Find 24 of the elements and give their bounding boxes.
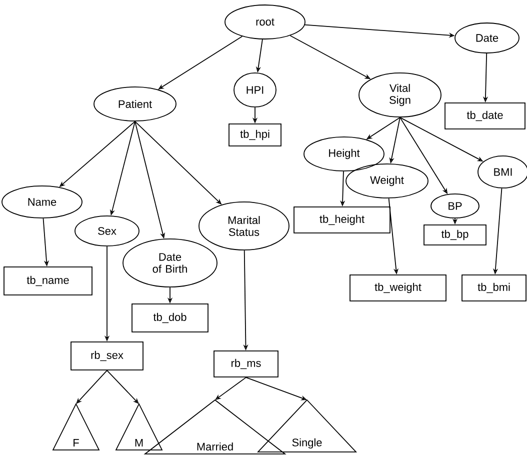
text-box: tb_bmi <box>462 274 526 302</box>
text-box: rb_ms <box>214 350 278 378</box>
ellipse-node: Marital Status <box>198 202 290 250</box>
text-box: tb_hpi <box>228 124 282 146</box>
text-box: tb_name <box>4 266 92 296</box>
text-box: rb_sex <box>70 342 144 370</box>
arrow <box>76 370 108 404</box>
ellipse-node: Name <box>2 186 82 218</box>
ellipse-node: Date of Birth <box>122 238 218 288</box>
text-box: tb_dob <box>132 304 208 332</box>
ellipse-node: Vital Sign <box>358 72 442 118</box>
text-box: tb_bp <box>424 224 486 246</box>
ellipse-node: root <box>224 4 306 40</box>
ellipse-node: Sex <box>74 216 140 246</box>
ellipse-node: Date <box>454 22 520 54</box>
ellipse-node: HPI <box>234 72 276 108</box>
ellipse-node: BP <box>430 194 480 218</box>
text-box: tb_height <box>294 206 390 234</box>
text-box: tb_weight <box>350 274 446 302</box>
ellipse-node: Weight <box>346 164 428 198</box>
ellipse-node: Patient <box>94 86 176 122</box>
arrow <box>106 370 139 404</box>
ellipse-node: Height <box>304 136 384 172</box>
text-box: tb_date <box>444 102 526 130</box>
